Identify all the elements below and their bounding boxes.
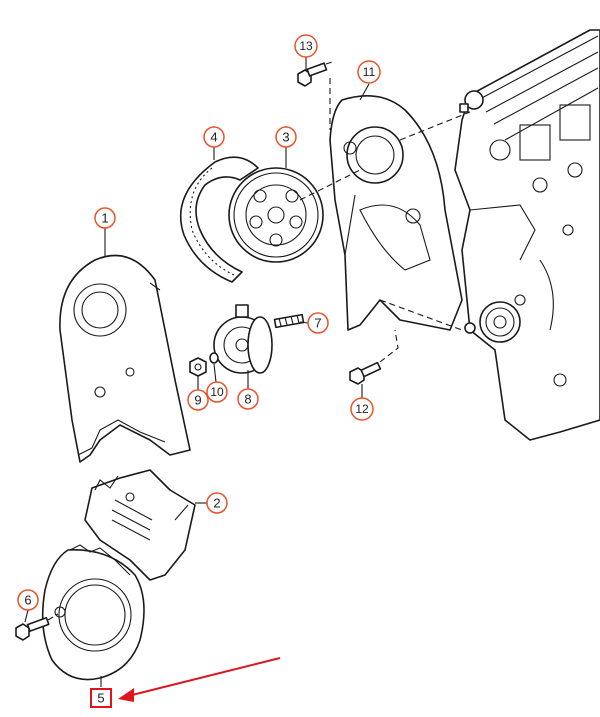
callout-4: 4 [203,126,225,148]
callout-13: 13 [294,34,318,58]
nut-and-washer [189,352,219,377]
callout-1-label: 1 [101,211,108,226]
callout-12-label: 12 [355,402,369,416]
callouts: 1 2 3 4 5 6 7 8 [17,34,381,708]
callout-6-label: 6 [24,593,31,608]
callout-11-label: 11 [363,65,376,79]
callout-6: 6 [17,589,39,611]
camshaft-sprocket [228,167,361,263]
callout-5-label: 5 [97,691,104,706]
leader-lines [24,57,370,687]
callout-5: 5 [90,688,112,708]
callout-1: 1 [94,207,116,229]
callout-10: 10 [206,381,228,403]
callout-9-label: 9 [194,393,201,408]
callout-4-label: 4 [210,130,217,145]
toothed-belt [179,156,259,283]
callout-7-label: 7 [314,316,321,331]
callout-3-label: 3 [282,130,289,145]
callout-10-label: 10 [210,385,224,399]
bolt-13 [297,61,333,87]
tensioning-roller [213,304,273,374]
stud [273,313,305,329]
callout-8-label: 8 [244,392,251,407]
callout-12: 12 [350,397,374,421]
bolt-12 [349,329,399,385]
callout-8: 8 [237,388,259,410]
callout-13-label: 13 [299,39,313,53]
callout-3: 3 [275,126,297,148]
highlight-arrow [118,657,281,702]
lower-timing-belt-guard [41,544,145,681]
bolt-6 [15,613,59,641]
callout-2: 2 [206,492,228,514]
callout-7: 7 [307,312,329,334]
callout-9: 9 [187,389,209,411]
engine-block [454,29,600,441]
callout-11: 11 [357,60,381,84]
upper-timing-belt-guard [59,254,191,463]
centre-timing-belt-guard [84,469,196,581]
rear-timing-cover [329,78,471,331]
callout-2-label: 2 [213,496,220,511]
